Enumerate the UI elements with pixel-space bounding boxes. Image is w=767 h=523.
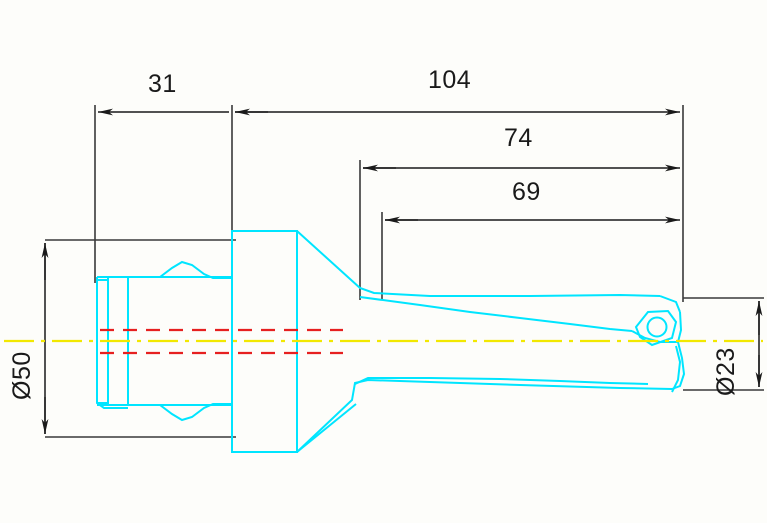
dim-label-31: 31 (148, 70, 177, 98)
shank-bump-bottom (128, 403, 232, 422)
body-cone-bottom-inner (296, 403, 357, 453)
extension-lines (45, 105, 764, 438)
hidden-lines (100, 328, 343, 355)
body-cone-top (296, 230, 661, 297)
body-cone-bottom (296, 378, 673, 453)
flute-helix-line (359, 296, 633, 332)
dim-label-104: 104 (428, 66, 472, 94)
tip-top-corner (659, 295, 681, 313)
dim-label-d50: Ø50 (8, 351, 36, 400)
tip-bottom-inner (671, 345, 682, 393)
flute-lower-line (354, 377, 649, 385)
tip-bottom-corner (671, 341, 686, 390)
insert-triangle (634, 309, 678, 347)
tip-right-edge (677, 311, 683, 343)
insert-screw-hole (646, 316, 668, 338)
dim-label-69: 69 (512, 178, 541, 206)
dimension-lines (41, 108, 763, 434)
dim-label-d23: Ø23 (712, 347, 740, 396)
shank-left-end (96, 277, 128, 409)
dim-label-74: 74 (504, 124, 533, 152)
shank-bump-top (128, 260, 232, 279)
part-outline (96, 230, 686, 453)
